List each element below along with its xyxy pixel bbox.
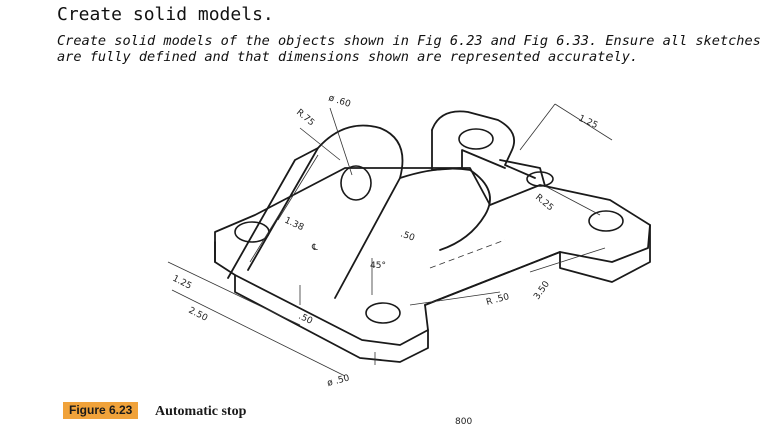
dim-radius-top: R.75: [294, 108, 316, 129]
dim-height-138: 1.38: [283, 216, 306, 234]
dim-spacing-125: 1.25: [577, 114, 599, 132]
dim-angle: 45°: [370, 261, 386, 271]
dim-bottom-800: 800: [455, 417, 472, 427]
holes: [234, 128, 624, 324]
dim-thickness-right: .50: [399, 229, 416, 243]
dim-hole-dia-bottom: ø .50: [326, 373, 351, 389]
dim-length-350: 3.50: [532, 279, 552, 301]
dim-width-250: 2.50: [187, 306, 210, 324]
hole-far-right: [588, 210, 624, 232]
hole-right-top: [458, 128, 494, 150]
instructions-line-1: Create solid models of the objects shown…: [57, 33, 761, 49]
figure-number-badge: Figure 6.23: [63, 402, 139, 419]
figure-caption: Automatic stop: [155, 404, 247, 419]
dim-radius-50: R .50: [485, 292, 510, 308]
dim-centerline: ℄: [311, 243, 318, 253]
instructions-text: Create solid models of the objects shown…: [57, 33, 769, 65]
dim-hole-dia-top: ø .60: [327, 93, 352, 110]
dimension-labels: ø .60 R.75 1.38 ℄ .50 45° .50 1.25 2.50 …: [171, 93, 599, 427]
dim-radius-25: R.25: [533, 193, 555, 214]
hole-bottom: [365, 302, 401, 324]
object-outline: [214, 110, 651, 363]
hole-left: [234, 221, 270, 243]
instructions-line-2: are fully defined and that dimensions sh…: [57, 49, 639, 65]
dimension-lines: [167, 103, 613, 377]
page-heading: Create solid models.: [57, 4, 274, 25]
hole-top: [340, 165, 372, 201]
dim-width-125: 1.25: [171, 274, 193, 292]
hole-right-small: [526, 171, 554, 187]
